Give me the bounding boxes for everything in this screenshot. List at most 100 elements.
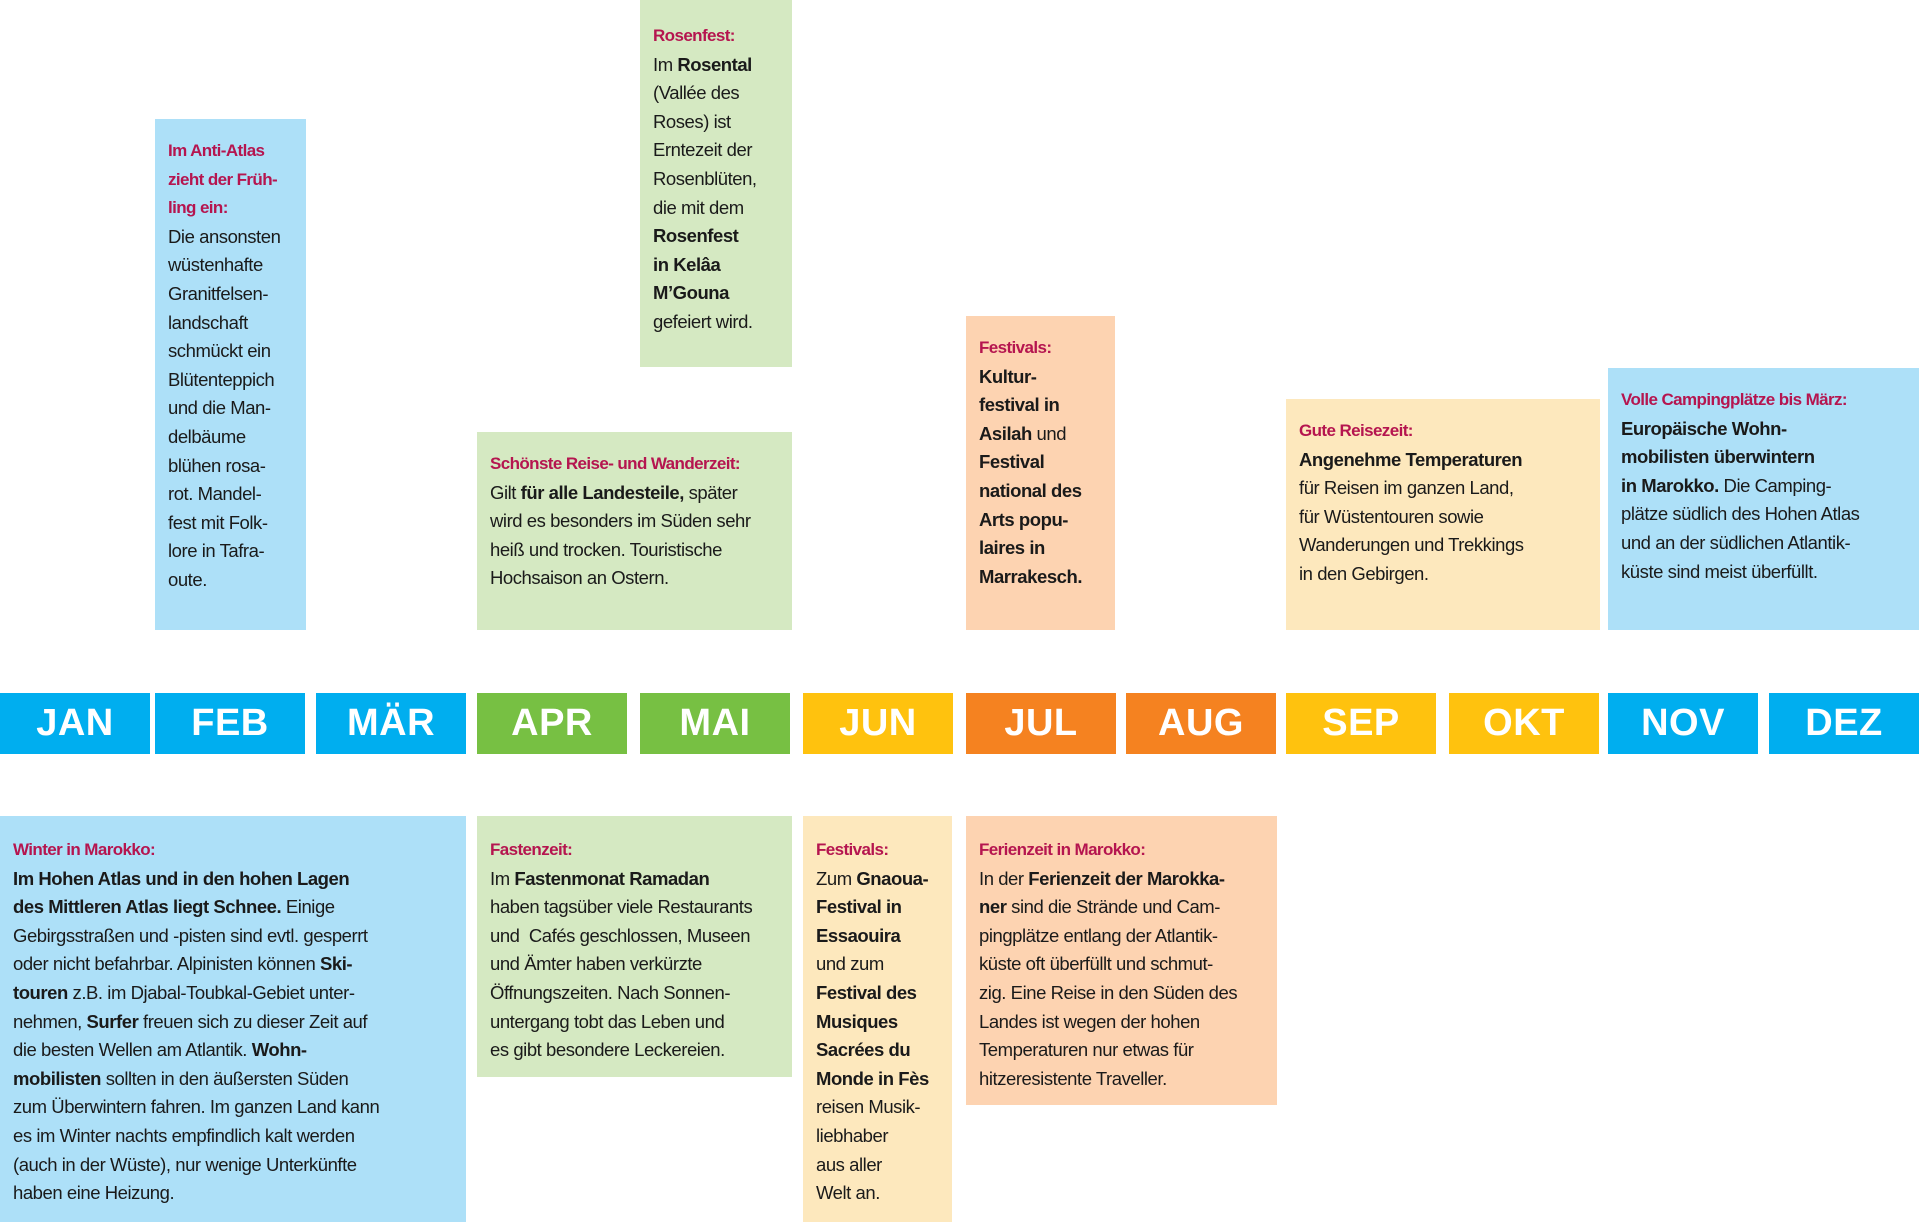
text-segment: blühen rosa-	[168, 454, 266, 476]
box-text-line: blühen rosa-	[168, 452, 296, 481]
box-text-line: Zum Gnaoua-	[816, 865, 942, 894]
text-segment: fest mit Folk-	[168, 511, 268, 533]
text-segment: Gebirgsstraßen und -pisten sind evtl. ge…	[13, 924, 368, 946]
text-segment: sollten in den äußersten Süden	[101, 1067, 349, 1089]
bold-text-segment: für alle Landesteile,	[520, 481, 685, 503]
box-heading: zieht der Früh-	[168, 169, 278, 189]
text-segment: in den Gebirgen.	[1299, 562, 1429, 584]
bold-text-segment: Ferienzeit der Marokka-	[1028, 867, 1225, 889]
box-heading: Festivals:	[979, 338, 1052, 357]
box-text-line: Wanderungen und Trekkings	[1299, 531, 1590, 560]
box-text-line: Europäische Wohn-	[1621, 415, 1909, 444]
bold-text-segment: in Kelâa	[653, 253, 721, 275]
text-segment: (Vallée des	[653, 82, 740, 104]
text-segment: plätze südlich des Hohen Atlas	[1621, 503, 1860, 525]
box-heading: Im Anti-Atlas	[168, 141, 265, 160]
info-box-campingplaetze: Volle Campingplätze bis März: Europäische…	[1608, 368, 1919, 630]
text-segment: haben tagsüber viele Restaurants	[490, 896, 753, 918]
box-text-line: plätze südlich des Hohen Atlas	[1621, 500, 1909, 529]
month-dez: DEZ	[1769, 693, 1919, 754]
box-text-line: (Vallée des	[653, 79, 782, 108]
bold-text-segment: Festival in	[816, 896, 902, 918]
text-segment: die besten Wellen am Atlantik.	[13, 1039, 252, 1061]
text-segment: und die Man-	[168, 397, 271, 419]
box-text-line: Essaouira	[816, 922, 942, 951]
box-text-line: fest mit Folk-	[168, 509, 296, 538]
box-text-line: Festival in	[816, 893, 942, 922]
box-text-line: landschaft	[168, 309, 296, 338]
box-text-line: Hochsaison an Ostern.	[490, 564, 782, 593]
text-segment: Roses) ist	[653, 110, 731, 132]
box-text-line: küste oft überfüllt und schmut-	[979, 950, 1267, 979]
box-text-line: heiß und trocken. Touristische	[490, 536, 782, 565]
text-segment: Im	[490, 867, 515, 889]
month-jan: JAN	[0, 693, 150, 754]
text-segment: zum Überwintern fahren. Im ganzen Land k…	[13, 1096, 380, 1118]
text-segment: nehmen,	[13, 1010, 87, 1032]
bold-text-segment: Ski-	[320, 953, 353, 975]
month-jul: JUL	[966, 693, 1116, 754]
box-text-line: die mit dem	[653, 194, 782, 223]
text-segment: In der	[979, 867, 1029, 889]
text-segment: (auch in der Wüste), nur wenige Unterkün…	[13, 1153, 357, 1175]
text-segment: liebhaber	[816, 1124, 889, 1146]
box-text-line: wüstenhafte	[168, 251, 296, 280]
text-segment: z.B. im Djabal-Toubkal-Gebiet unter-	[67, 981, 355, 1003]
box-text-line: für Reisen im ganzen Land,	[1299, 474, 1590, 503]
text-segment: freuen sich zu dieser Zeit auf	[138, 1010, 368, 1032]
text-segment: wüstenhafte	[168, 254, 263, 276]
text-segment: küste oft überfüllt und schmut-	[979, 953, 1213, 975]
box-text-line: lore in Tafra-	[168, 537, 296, 566]
box-text-line: Festival	[979, 448, 1105, 477]
box-heading: Volle Campingplätze bis März:	[1621, 390, 1848, 409]
text-segment: aus aller	[816, 1153, 882, 1175]
text-segment: Einige	[281, 896, 335, 918]
box-text-line: nehmen, Surfer freuen sich zu dieser Zei…	[13, 1008, 456, 1037]
text-segment: später	[683, 481, 738, 503]
box-text-line: Gilt für alle Landesteile, später	[490, 479, 782, 508]
bold-text-segment: Im Hohen Atlas und in den hohen Lagen	[13, 867, 350, 889]
box-heading: Schönste Reise- und Wanderzeit:	[490, 454, 741, 473]
bold-text-segment: Festival	[979, 451, 1045, 473]
month-apr: APR	[477, 693, 627, 754]
box-text-line: wird es besonders im Süden sehr	[490, 507, 782, 536]
box-text-line: Rosenfest	[653, 222, 782, 251]
text-segment: und	[1031, 422, 1067, 444]
box-text-line: pingplätze entlang der Atlantik-	[979, 922, 1267, 951]
box-text-line: haben eine Heizung.	[13, 1179, 456, 1208]
box-text-line: Sacrées du	[816, 1036, 942, 1065]
text-segment: delbäume	[168, 425, 246, 447]
bold-text-segment: laires in	[979, 537, 1045, 559]
box-text-line: Im Fastenmonat Ramadan	[490, 865, 782, 894]
bold-text-segment: Marrakesch.	[979, 565, 1083, 587]
bold-text-segment: Surfer	[86, 1010, 139, 1032]
box-text-line: und Ämter haben verkürzte	[490, 950, 782, 979]
box-text-line: die besten Wellen am Atlantik. Wohn-	[13, 1036, 456, 1065]
text-segment: zig. Eine Reise in den Süden des	[979, 981, 1238, 1003]
box-text-line: es gibt besondere Leckereien.	[490, 1036, 782, 1065]
text-segment: und zum	[816, 953, 884, 975]
text-segment: und an der südlichen Atlantik-	[1621, 531, 1851, 553]
text-segment: Zum	[816, 867, 857, 889]
box-text-line: Rosenblüten,	[653, 165, 782, 194]
bold-text-segment: Gnaoua-	[856, 867, 929, 889]
box-text-line: es im Winter nachts empfindlich kalt wer…	[13, 1122, 456, 1151]
text-segment: Rosenblüten,	[653, 167, 757, 189]
box-text-line: zig. Eine Reise in den Süden des	[979, 979, 1267, 1008]
text-segment: schmückt ein	[168, 340, 271, 362]
text-segment: für Reisen im ganzen Land,	[1299, 477, 1514, 499]
box-text-line: reisen Musik-	[816, 1093, 942, 1122]
box-text-line: des Mittleren Atlas liegt Schnee. Einige	[13, 893, 456, 922]
bold-text-segment: M’Gouna	[653, 282, 729, 304]
box-heading: Gute Reisezeit:	[1299, 421, 1413, 440]
bold-text-segment: mobilisten	[13, 1067, 102, 1089]
bold-text-segment: Monde in Fès	[816, 1067, 929, 1089]
bold-text-segment: Sacrées du	[816, 1039, 911, 1061]
box-text-line: touren z.B. im Djabal-Toubkal-Gebiet unt…	[13, 979, 456, 1008]
box-heading: Ferienzeit in Marokko:	[979, 840, 1146, 859]
text-segment: Die Camping-	[1718, 474, 1832, 496]
bold-text-segment: des Mittleren Atlas liegt Schnee.	[13, 896, 282, 918]
box-heading: Festivals:	[816, 840, 889, 859]
box-text-line: Die ansonsten	[168, 223, 296, 252]
